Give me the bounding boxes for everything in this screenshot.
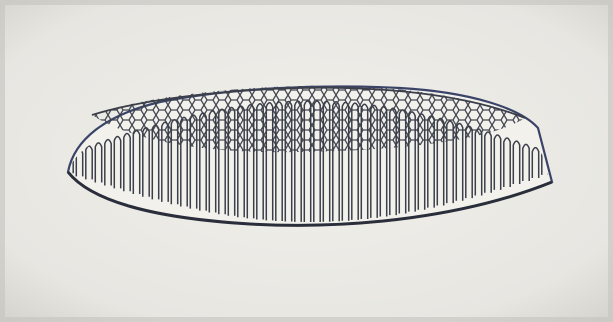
scanned-drawing	[0, 0, 613, 322]
